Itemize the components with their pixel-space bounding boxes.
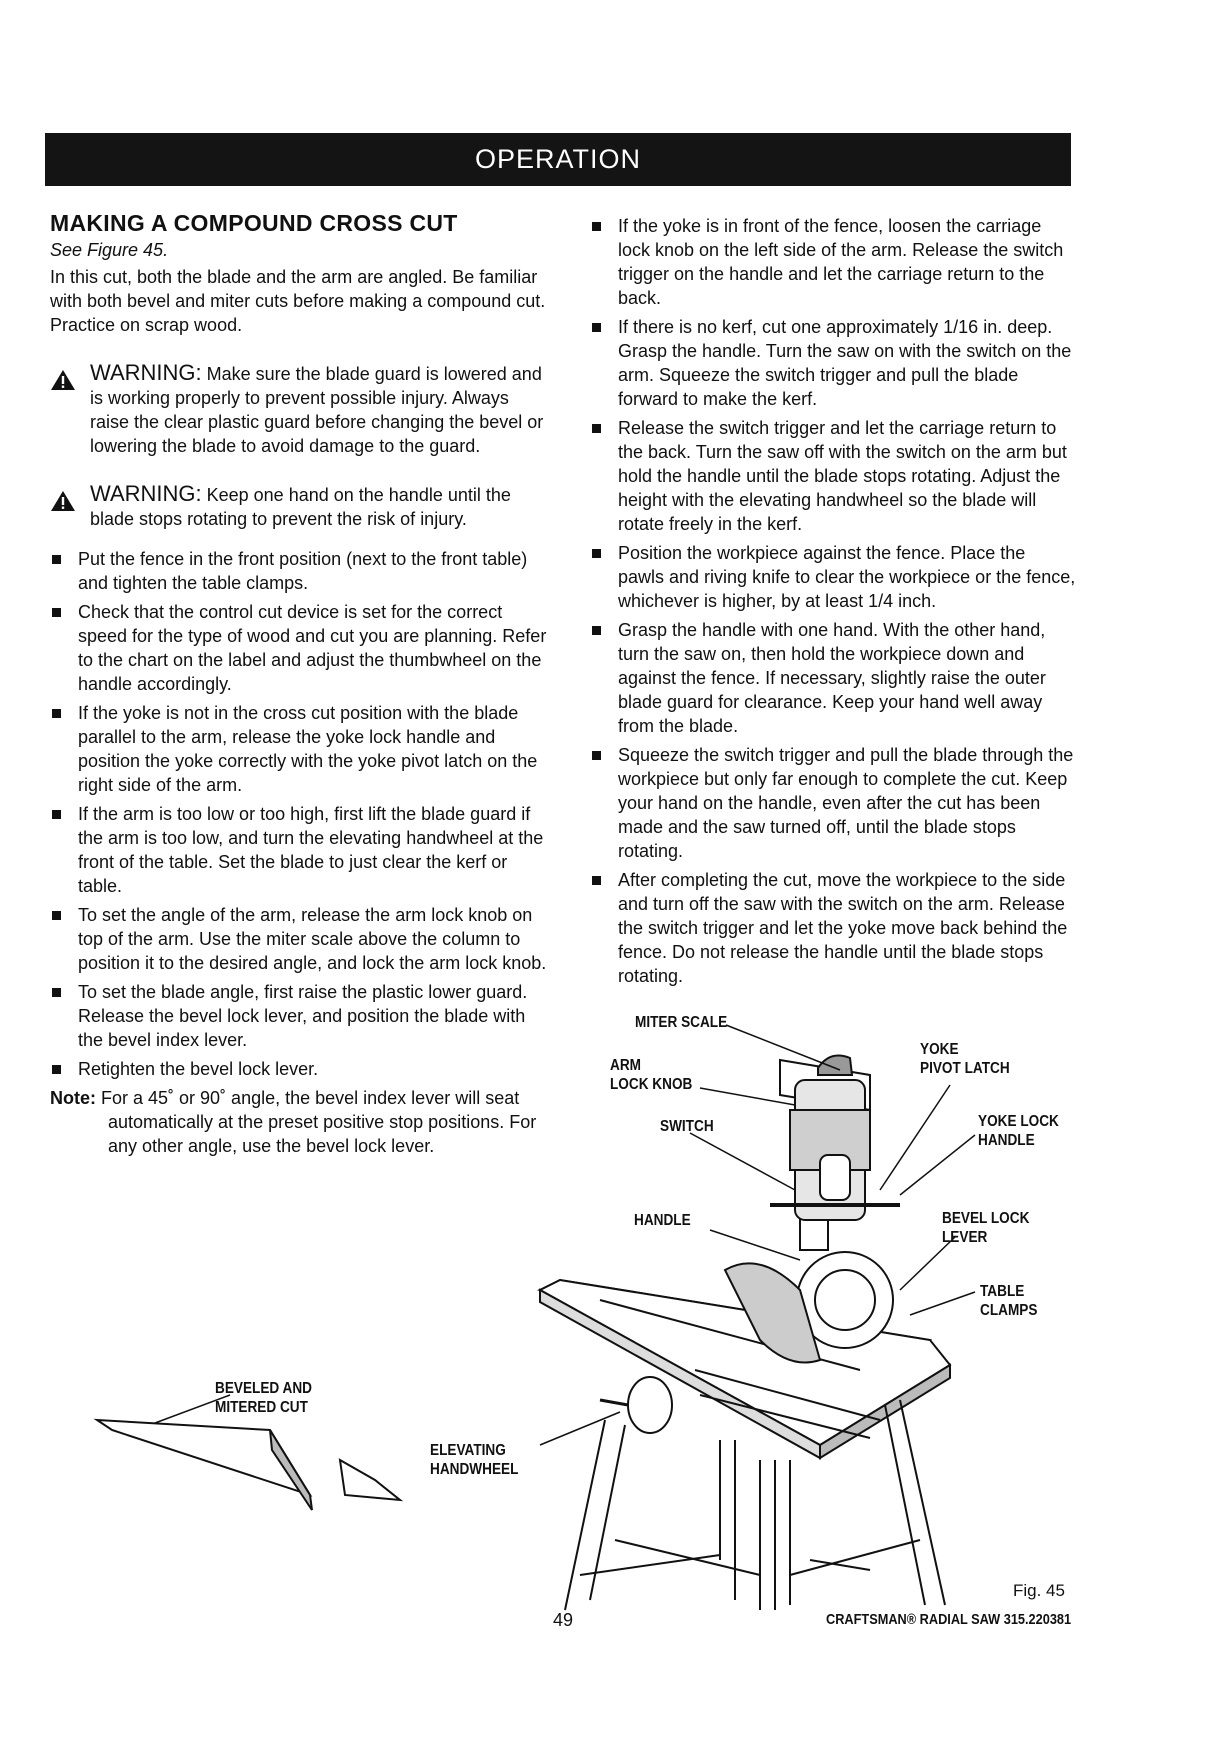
warning-text: Make sure the blade guard is lowered and…: [90, 364, 544, 456]
label-beveled-mitered-cut: BEVELED AND MITERED CUT: [215, 1380, 312, 1416]
label-yoke-lock-handle: YOKE LOCK HANDLE: [978, 1113, 1059, 1149]
list-item: Release the switch trigger and let the c…: [590, 416, 1076, 536]
list-item: If the yoke is not in the cross cut posi…: [50, 701, 550, 797]
right-column: If the yoke is in front of the fence, lo…: [590, 214, 1076, 993]
warning-1: WARNING: Make sure the blade guard is lo…: [50, 361, 550, 458]
note: Note: For a 45˚ or 90˚ angle, the bevel …: [50, 1086, 550, 1158]
figure-reference: See Figure 45.: [50, 240, 169, 260]
list-item: Put the fence in the front position (nex…: [50, 547, 550, 595]
label-yoke-pivot-latch: YOKE PIVOT LATCH: [920, 1041, 1010, 1077]
page-number: 49: [553, 1610, 574, 1630]
warning-icon: [51, 491, 75, 511]
label-bevel-lock-lever: BEVEL LOCK LEVER: [942, 1210, 1030, 1246]
list-item: Grasp the handle with one hand. With the…: [590, 618, 1076, 738]
section-title: MAKING A COMPOUND CROSS CUT: [50, 210, 458, 236]
label-arm-lock-knob: ARM LOCK KNOB: [610, 1057, 693, 1093]
figure-number: Fig. 45: [1013, 1581, 1065, 1600]
label-switch: SWITCH: [660, 1118, 714, 1135]
list-item: If the yoke is in front of the fence, lo…: [590, 214, 1076, 310]
list-item: If the arm is too low or too high, first…: [50, 802, 550, 898]
list-item: After completing the cut, move the workp…: [590, 868, 1076, 988]
note-label: Note:: [50, 1088, 96, 1108]
list-item: To set the angle of the arm, release the…: [50, 903, 550, 975]
list-item: Retighten the bevel lock lever.: [50, 1057, 550, 1081]
list-item: Squeeze the switch trigger and pull the …: [590, 743, 1076, 863]
list-item: Position the workpiece against the fence…: [590, 541, 1076, 613]
intro-paragraph: In this cut, both the blade and the arm …: [50, 267, 546, 335]
label-elevating-handwheel: ELEVATING HANDWHEEL: [430, 1442, 519, 1478]
footer-brand: CRAFTSMAN® RADIAL SAW 315.220381: [826, 1611, 1072, 1628]
warning-icon: [51, 370, 75, 390]
list-item: Check that the control cut device is set…: [50, 600, 550, 696]
list-item: If there is no kerf, cut one approximate…: [590, 315, 1076, 411]
label-miter-scale: MITER SCALE: [635, 1014, 728, 1031]
list-item: To set the blade angle, first raise the …: [50, 980, 550, 1052]
label-handle: HANDLE: [634, 1212, 691, 1229]
warning-label: WARNING:: [90, 481, 202, 506]
steps-list-right: If the yoke is in front of the fence, lo…: [590, 214, 1076, 988]
section-banner: OPERATION: [45, 133, 1071, 186]
warning-text: Keep one hand on the handle until the bl…: [90, 485, 511, 529]
label-table-clamps: TABLE CLAMPS: [980, 1283, 1038, 1319]
steps-list-left: Put the fence in the front position (nex…: [50, 547, 550, 1081]
left-column: MAKING A COMPOUND CROSS CUT See Figure 4…: [50, 210, 550, 1158]
warning-2: WARNING: Keep one hand on the handle unt…: [50, 482, 550, 531]
warning-label: WARNING:: [90, 360, 202, 385]
note-text: For a 45˚ or 90˚ angle, the bevel index …: [96, 1088, 537, 1156]
